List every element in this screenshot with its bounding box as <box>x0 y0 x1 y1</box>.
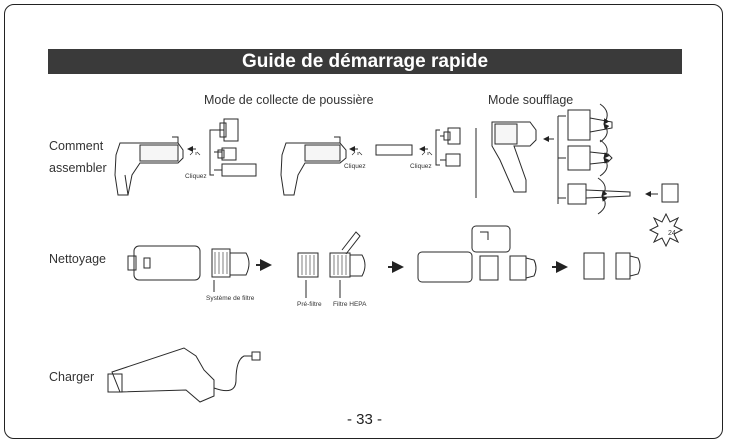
click-icon-1 <box>188 149 200 155</box>
timer-icon <box>650 214 682 246</box>
dust-container-illustration <box>128 246 200 280</box>
blow-bracket <box>558 116 566 204</box>
hepa-filter-illustration <box>330 232 365 298</box>
extension-tube <box>376 145 412 155</box>
attachment-options-2 <box>436 128 460 166</box>
blow-nozzle-1 <box>568 104 612 142</box>
click-icon-2 <box>350 149 362 155</box>
charging-illustration <box>108 348 260 402</box>
attachment-options-1 <box>210 119 256 176</box>
vacuum-with-extension-illustration <box>281 137 346 195</box>
click-icon-3 <box>420 149 432 155</box>
blow-nozzle-3 <box>568 178 678 214</box>
prefilter-illustration <box>298 253 318 298</box>
vacuum-assembled-illustration <box>115 137 183 195</box>
washing-illustration <box>418 226 536 282</box>
blow-nozzle-2 <box>568 140 612 176</box>
filter-system-illustration <box>212 249 249 292</box>
blower-body-illustration <box>492 122 536 192</box>
dried-filters-illustration <box>584 253 640 279</box>
